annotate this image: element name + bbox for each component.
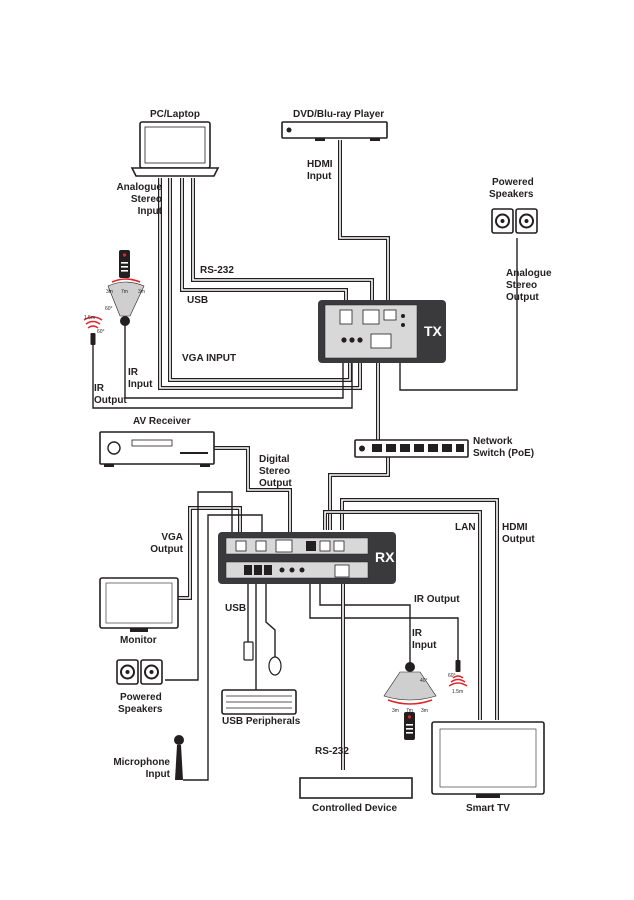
label-dvd-player: DVD/Blu-ray Player (293, 109, 384, 120)
label-speakers-top-1: Powered (492, 177, 534, 188)
label-usb-peripherals: USB Peripherals (222, 716, 301, 727)
ir-range-left-mid: 7m (121, 289, 128, 295)
ir-emitter-right-icon (448, 660, 468, 687)
label-vga-input: VGA INPUT (182, 353, 236, 364)
label-speakers-bottom-1: Powered (120, 692, 162, 703)
label-analogue-out-3: Output (506, 292, 539, 303)
label-smart-tv: Smart TV (466, 803, 510, 814)
ir-emit-left-angle: 60° (97, 329, 105, 335)
monitor-icon (99, 577, 179, 632)
label-speakers-bottom-2: Speakers (118, 704, 163, 715)
label-pc-laptop: PC/Laptop (150, 109, 200, 120)
label-rs232-top: RS-232 (200, 265, 234, 276)
label-ir-output-left-2: Output (94, 395, 127, 406)
label-controlled-device: Controlled Device (312, 803, 397, 814)
label-ir-input-right-2: Input (412, 640, 437, 651)
label-monitor: Monitor (120, 635, 157, 646)
keyboard-icon (221, 689, 297, 715)
microphone-icon (174, 735, 184, 780)
label-analogue-out-1: Analogue (506, 268, 552, 279)
dvd-player-icon (281, 121, 388, 141)
label-ir-output-left-1: IR (94, 383, 105, 394)
ir-range-left-angle: 60° (105, 306, 113, 312)
label-analogue-in-1: Analogue (116, 182, 162, 193)
label-av-receiver: AV Receiver (133, 416, 191, 427)
label-digital-out-3: Output (259, 478, 292, 489)
label-ir-input-right-1: IR (412, 628, 423, 639)
label-vga-output-1: VGA (161, 532, 183, 543)
ir-range-right-near: 3m (392, 708, 399, 714)
ir-emit-right-dist: 1.5m (452, 689, 463, 695)
ir-range-right-mid: 7m (406, 708, 413, 714)
rx-label: RX (375, 549, 395, 565)
ir-range-right-far: 3m (421, 708, 428, 714)
ir-range-left-near: 3m (106, 289, 113, 295)
ir-emit-right-angle: 60° (448, 673, 456, 679)
tx-label: TX (424, 323, 443, 339)
label-analogue-out-2: Stereo (506, 280, 537, 291)
ir-receiver-right-icon (383, 662, 437, 705)
labels: PC/Laptop DVD/Blu-ray Player HDMI Input … (94, 109, 552, 814)
ir-range-right-angle: 40° (420, 678, 428, 684)
label-speakers-top-2: Speakers (489, 189, 534, 200)
label-hdmi-output-2: Output (502, 534, 535, 545)
label-analogue-in-3: Input (138, 206, 163, 217)
laptop-icon (130, 121, 220, 177)
label-network-switch-2: Switch (PoE) (473, 448, 534, 459)
mouse-icon (268, 656, 282, 676)
label-rs232-bottom: RS-232 (315, 746, 349, 757)
powered-speakers-bottom-icon (116, 659, 163, 685)
usb-flash-drive-icon (243, 641, 254, 661)
av-receiver-icon (99, 431, 215, 467)
label-usb-mid: USB (225, 603, 246, 614)
ir-emit-left-dist: 1.5m (84, 315, 95, 321)
cables (92, 140, 518, 781)
label-lan: LAN (455, 522, 476, 533)
ir-receiver-left-icon (107, 278, 145, 326)
rx-unit (218, 532, 396, 584)
ir-range-left-far: 3m (138, 289, 145, 295)
label-digital-out-1: Digital (259, 454, 290, 465)
network-switch-icon (354, 439, 469, 458)
label-hdmi-input-2: Input (307, 171, 332, 182)
label-usb-top: USB (187, 295, 208, 306)
label-microphone-2: Input (146, 769, 171, 780)
ir-remote-right-icon (404, 712, 415, 740)
label-ir-input-left-1: IR (128, 367, 139, 378)
label-analogue-in-2: Stereo (131, 194, 162, 205)
controlled-device-icon (299, 777, 413, 799)
label-hdmi-output-1: HDMI (502, 522, 528, 533)
ir-remote-left-icon (119, 250, 130, 278)
ir-emitter-left-icon (83, 316, 103, 345)
tx-unit (318, 300, 446, 363)
label-ir-input-left-2: Input (128, 379, 153, 390)
label-vga-output-2: Output (150, 544, 183, 555)
label-ir-output-right: IR Output (414, 594, 460, 605)
powered-speakers-top-icon (491, 208, 538, 234)
label-network-switch-1: Network (473, 436, 513, 447)
smart-tv-icon (431, 721, 545, 798)
label-digital-out-2: Stereo (259, 466, 290, 477)
label-hdmi-input-1: HDMI (307, 159, 333, 170)
label-microphone-1: Microphone (113, 757, 170, 768)
